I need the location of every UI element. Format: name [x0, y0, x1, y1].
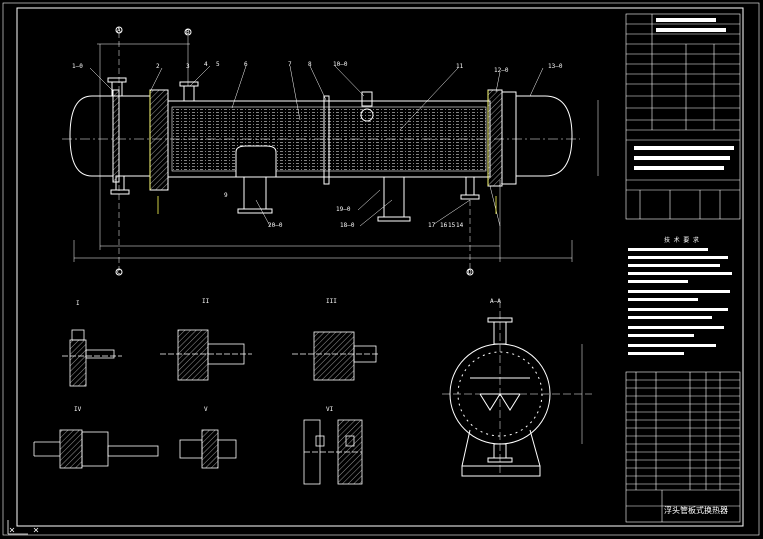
view-label-vi: VI: [326, 406, 334, 413]
detail-iii: [292, 331, 380, 381]
right-head-flange: [501, 91, 517, 185]
callout-2: 2: [156, 63, 160, 70]
main-elevation-view: [62, 26, 599, 276]
right-head: [516, 95, 573, 177]
right-tubesheet: [487, 89, 503, 187]
grid-bubble-d: D: [468, 269, 472, 276]
view-label-iii: III: [326, 298, 337, 305]
parts-list: [625, 371, 741, 523]
callout-17: 17: [428, 222, 436, 229]
detail-ii: [160, 329, 252, 381]
inner-frame: [16, 7, 744, 527]
callout-16: 16: [440, 222, 448, 229]
callout-8: 8: [308, 61, 312, 68]
view-label-iv: IV: [74, 406, 82, 413]
ucs-icon: [7, 520, 39, 535]
left-channel-flange: [112, 89, 120, 183]
nozzle-n3: [361, 91, 373, 107]
detail-v: [179, 429, 237, 469]
accent-marks: [149, 90, 497, 214]
callout-20: 20—0: [268, 222, 283, 229]
view-label-v: V: [204, 406, 208, 413]
view-label-ii: II: [202, 298, 210, 305]
detail-i: [62, 329, 122, 387]
technical-notes: [628, 248, 732, 355]
drawing-title: 浮头管板式换热器: [664, 506, 728, 515]
callout-3: 3: [186, 63, 190, 70]
callout-14: 14: [456, 222, 464, 229]
callout-19: 19—0: [336, 206, 351, 213]
baffle: [323, 95, 330, 185]
callout-11: 11: [456, 63, 464, 70]
callout-9: 9: [224, 192, 228, 199]
support-left: [235, 145, 277, 178]
grid-bubble-a: A: [117, 27, 121, 34]
callout-12: 12—0: [494, 67, 509, 74]
view-label-i: I: [76, 300, 80, 307]
notes-heading: 技 术 要 求: [664, 237, 699, 244]
view-label-aa: A—A: [490, 298, 501, 305]
callout-4: 4: [204, 61, 208, 68]
support-right: [383, 176, 405, 218]
nozzle-n2: [183, 85, 195, 102]
right-data-block: [625, 13, 741, 220]
grid-bubble-b: B: [186, 29, 190, 36]
detail-vi: [303, 419, 363, 485]
callout-1: 1—0: [72, 63, 83, 70]
callout-5: 5: [216, 61, 220, 68]
left-tubesheet: [149, 89, 169, 191]
callout-13: 13—0: [548, 63, 563, 70]
callout-7: 7: [288, 61, 292, 68]
detail-iv: [33, 429, 159, 469]
callout-10: 10—0: [333, 61, 348, 68]
left-head: [69, 95, 113, 177]
callout-15: 15: [448, 222, 456, 229]
grid-bubble-c: C: [117, 269, 121, 276]
nozzle-n5: [465, 176, 475, 196]
callout-18: 18—0: [340, 222, 355, 229]
callout-6: 6: [244, 61, 248, 68]
section-aa: [442, 300, 592, 477]
